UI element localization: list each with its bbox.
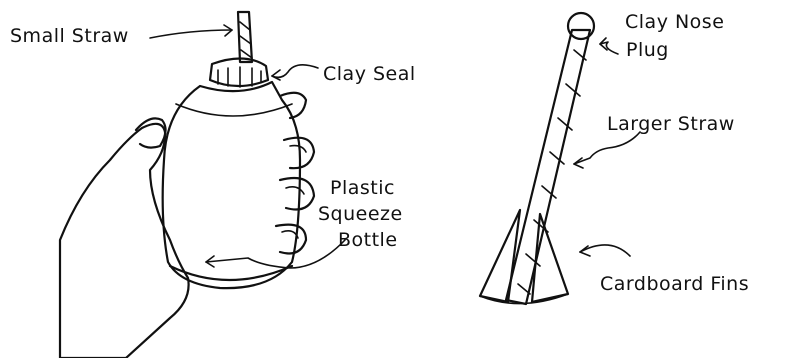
bottle-body — [163, 82, 300, 288]
label-cardboard-fins: Cardboard Fins — [600, 273, 749, 295]
squeeze-bottle-illustration: Small Straw Clay Seal Plastic Squeeze Bo… — [10, 12, 416, 358]
label-larger-straw: Larger Straw — [607, 113, 735, 135]
arrow-nose-plug — [600, 42, 618, 54]
clay-seal — [210, 58, 268, 87]
leader-arrows-right — [574, 38, 640, 256]
label-plastic: Plastic — [330, 177, 395, 199]
label-clay-nose: Clay Nose — [625, 11, 724, 33]
hand — [60, 93, 314, 358]
label-bottle: Bottle — [338, 229, 398, 251]
label-squeeze: Squeeze — [318, 203, 403, 225]
label-small-straw: Small Straw — [10, 25, 129, 47]
label-clay-seal: Clay Seal — [323, 63, 416, 85]
arrow-small-straw — [150, 30, 232, 38]
arrow-bottle — [206, 240, 345, 268]
larger-straw — [506, 30, 590, 304]
clay-nose-plug — [568, 13, 594, 39]
straw-rocket-illustration: Clay Nose Plug Larger Straw Cardboard Fi… — [480, 11, 749, 304]
arrow-larger-straw — [574, 132, 640, 164]
label-plug: Plug — [626, 39, 669, 61]
small-straw — [238, 12, 252, 62]
